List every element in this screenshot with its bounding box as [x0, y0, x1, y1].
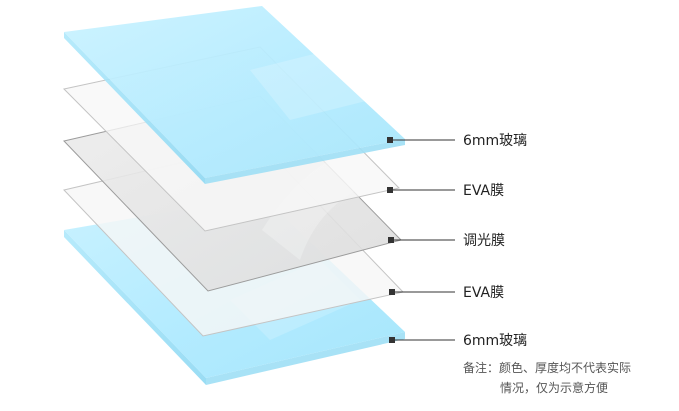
glass-top-edge-left — [64, 32, 205, 184]
layer-glass-top — [64, 6, 405, 184]
leader-marker — [388, 237, 394, 243]
label-glass-top: 6mm玻璃 — [463, 132, 527, 149]
disclaimer-note: 备注：颜色、厚度均不代表实际 情况，仅为示意方便 — [463, 360, 631, 395]
leader-dimming-film: 调光膜 — [388, 233, 505, 249]
glass-bottom-edge — [64, 230, 206, 385]
note-line-1: 备注：颜色、厚度均不代表实际 — [463, 360, 631, 375]
glass-top-face — [64, 6, 405, 178]
label-dimming-film: 调光膜 — [463, 233, 505, 249]
leader-marker — [389, 289, 395, 295]
label-glass-bottom: 6mm玻璃 — [463, 332, 527, 349]
label-eva-bottom: EVA膜 — [463, 285, 504, 301]
leader-glass-bottom: 6mm玻璃 — [389, 332, 527, 349]
leader-marker — [387, 137, 393, 143]
glass-top-sheen — [250, 50, 370, 120]
leader-marker — [387, 187, 393, 193]
leader-marker — [389, 337, 395, 343]
glass-top-edge-right — [205, 139, 405, 184]
leader-eva-top: EVA膜 — [387, 183, 504, 199]
label-eva-top: EVA膜 — [463, 183, 504, 199]
note-line-2: 情况，仅为示意方便 — [500, 380, 608, 395]
leader-eva-bottom: EVA膜 — [389, 285, 504, 301]
leader-glass-top: 6mm玻璃 — [387, 132, 527, 149]
glass-bottom-edge-right — [206, 332, 405, 385]
